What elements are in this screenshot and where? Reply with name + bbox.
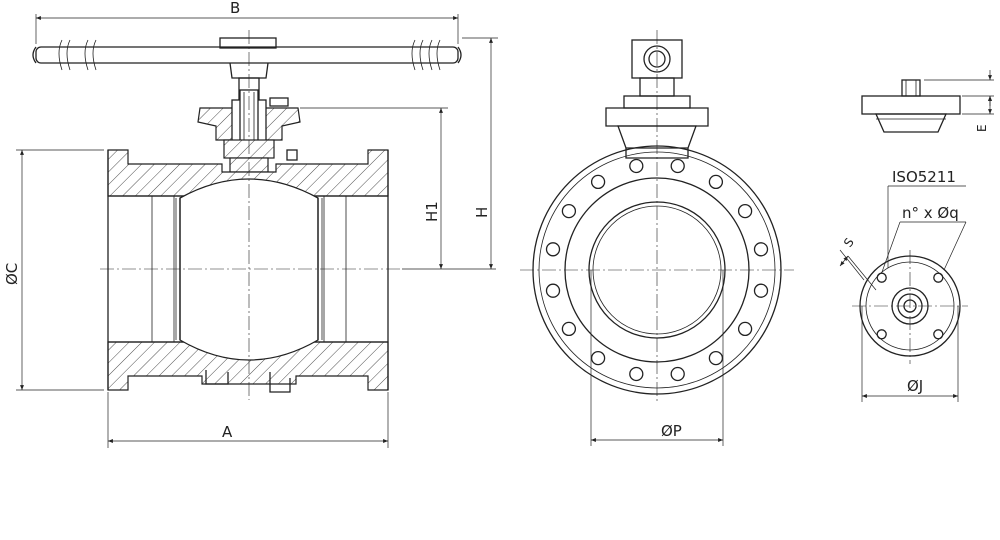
dim-label-c: ØC: [3, 263, 21, 285]
dim-label-p: ØP: [661, 422, 682, 440]
mounting-pad-side: E: [861, 70, 994, 133]
label-holes: n° x Øq: [902, 204, 959, 222]
lever-handle: [32, 37, 462, 79]
front-dimensions: ØP: [590, 270, 724, 446]
bolt-hole: [545, 283, 561, 298]
dim-label-s: S: [841, 235, 857, 249]
mounting-pad-top: ØJ ISO5211 n° x Øq S: [839, 168, 968, 402]
bolt-hole: [708, 174, 724, 190]
bolt-hole: [561, 203, 577, 219]
bolt-hole: [737, 203, 753, 219]
mounting-pad-holes: [876, 272, 944, 340]
bolt-hole: [753, 242, 769, 257]
dim-label-e: E: [975, 124, 989, 132]
pad-hole: [876, 329, 887, 340]
bolt-hole: [670, 366, 685, 382]
bolt-hole: [561, 321, 577, 337]
flange-bolt-holes: [545, 158, 769, 382]
bolt-hole: [629, 158, 644, 174]
dim-label-j: ØJ: [907, 377, 923, 395]
front-flange-view: ØP: [520, 30, 794, 446]
dim-label-h: H: [473, 207, 491, 218]
bolt-hole: [545, 242, 561, 257]
bolt-hole: [708, 350, 724, 366]
bolt-hole: [737, 321, 753, 337]
bolt-hole: [670, 158, 685, 174]
bolt-hole: [590, 350, 606, 366]
side-dimensions: B A ØC H1 H: [3, 0, 498, 448]
valve-body: [100, 30, 400, 400]
bolt-hole: [629, 366, 644, 382]
dim-label-b: B: [230, 0, 240, 17]
dim-label-a: A: [222, 423, 233, 441]
bolt-hole: [590, 174, 606, 190]
pad-hole: [876, 272, 887, 283]
side-section-view: B A ØC H1 H: [3, 0, 498, 448]
dim-label-h1: H1: [423, 201, 441, 222]
label-iso: ISO5211: [892, 168, 956, 186]
bolt-hole: [753, 283, 769, 298]
pad-hole: [933, 272, 944, 283]
pad-hole: [933, 329, 944, 340]
